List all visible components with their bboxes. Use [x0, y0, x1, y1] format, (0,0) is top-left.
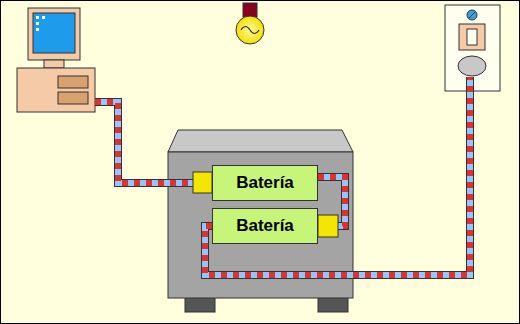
- battery-terminal: [193, 172, 212, 193]
- computer: [17, 8, 95, 112]
- battery-label: Batería: [236, 216, 294, 236]
- power-cable: [95, 77, 470, 275]
- battery-terminal: [318, 215, 338, 237]
- battery-box: Batería: [212, 208, 318, 244]
- light-bulb: [236, 3, 264, 44]
- ups-cabinet: [168, 130, 353, 312]
- battery-box: Batería: [212, 165, 318, 201]
- battery-label: Batería: [236, 173, 294, 193]
